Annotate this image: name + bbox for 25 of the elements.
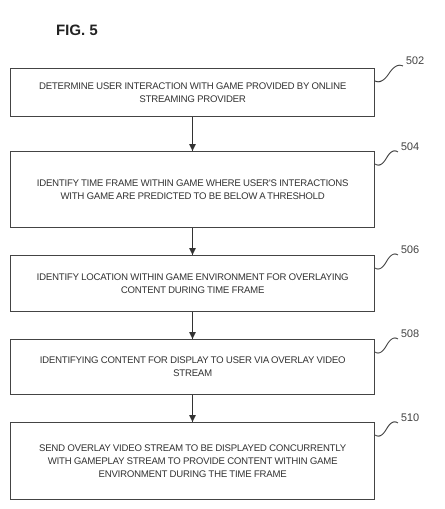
arrow [189,116,196,152]
step-text: DETERMINE USER INTERACTION WITH GAME PROVIDED BY ONLINE STREAMING PROVIDER [38,80,348,106]
callout-number: 508 [400,328,420,340]
arrow [189,312,196,340]
leader-line [374,150,398,166]
step-text: IDENTIFY LOCATION WITHIN GAME ENVIRONMENT FOR OVERLAYING CONTENT DURING TIME FRAME [36,270,350,296]
leader-line [374,254,398,270]
leader-line [374,421,398,437]
process-box [10,151,375,228]
leader-line [374,64,404,82]
callout-number: 506 [400,244,420,256]
process-box [10,255,375,312]
process-box [10,422,375,500]
callout-number: 510 [400,412,420,424]
arrow [189,228,196,256]
step-text: SEND OVERLAY VIDEO STREAM TO BE DISPLAYED CONCURRENTLY WITH GAMEPLAY STREAM TO PROVIDE CONTENT WITHIN GAME ENVIRONMENT DURING THE TIME FRAME [38,442,347,480]
callout-number: 502 [406,54,424,68]
process-box [10,339,375,395]
leader-line [374,338,398,354]
figure-title: FIG. 5 [56,22,98,39]
process-box [10,68,375,117]
step-text: IDENTIFYING CONTENT FOR DISPLAY TO USER VIA OVERLAY VIDEO STREAM [38,354,346,380]
callout-number: 504 [400,140,420,154]
step-text: IDENTIFY TIME FRAME WITHIN GAME WHERE USER'S INTERACTIONS WITH GAME ARE PREDICTED TO BE BELOW A THRESHOLD [36,176,350,202]
arrow [189,394,196,422]
